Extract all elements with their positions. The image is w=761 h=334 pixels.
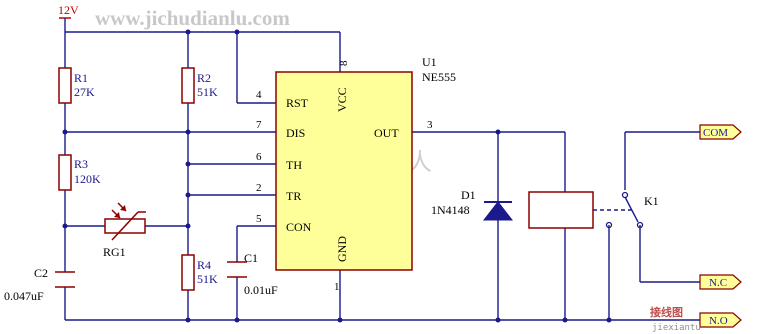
resistor-r3: R3 120K bbox=[58, 154, 101, 191]
svg-text:51K: 51K bbox=[197, 272, 218, 286]
svg-text:2: 2 bbox=[256, 182, 262, 194]
svg-text:TH: TH bbox=[286, 158, 302, 172]
svg-text:R2: R2 bbox=[197, 71, 211, 85]
svg-text:7: 7 bbox=[256, 119, 262, 131]
ne555-chip: U1 NE555 RST DIS TH TR CON OUT VCC GND 4… bbox=[256, 55, 456, 293]
svg-text:0.047uF: 0.047uF bbox=[4, 289, 44, 303]
svg-text:RST: RST bbox=[286, 96, 309, 110]
svg-text:NE555: NE555 bbox=[422, 70, 456, 84]
site-mark-cn: 接线图 bbox=[650, 305, 683, 319]
wires bbox=[64, 31, 700, 321]
svg-text:COM: COM bbox=[703, 127, 728, 139]
port-no: N.O bbox=[699, 312, 742, 328]
svg-text:C1: C1 bbox=[244, 251, 258, 265]
supply-12v: 12V bbox=[58, 3, 79, 32]
svg-text:6: 6 bbox=[256, 151, 262, 163]
svg-text:U1: U1 bbox=[422, 55, 437, 69]
svg-text:5: 5 bbox=[256, 213, 262, 225]
svg-text:GND: GND bbox=[335, 236, 349, 262]
svg-text:N.C: N.C bbox=[709, 277, 727, 289]
svg-text:0.01uF: 0.01uF bbox=[244, 283, 278, 297]
svg-text:27K: 27K bbox=[74, 85, 95, 99]
svg-text:D1: D1 bbox=[461, 188, 476, 202]
junctions bbox=[62, 29, 612, 323]
svg-text:DIS: DIS bbox=[286, 126, 305, 140]
svg-text:OUT: OUT bbox=[374, 126, 399, 140]
svg-text:CON: CON bbox=[286, 220, 312, 234]
svg-text:R3: R3 bbox=[74, 157, 88, 171]
svg-text:3: 3 bbox=[427, 119, 433, 131]
watermark-url: www.jichudianlu.com bbox=[95, 6, 290, 30]
diode-d1: D1 1N4148 bbox=[431, 188, 514, 221]
svg-text:C2: C2 bbox=[34, 266, 48, 280]
svg-text:N.O: N.O bbox=[709, 315, 728, 327]
port-nc: N.C bbox=[699, 274, 742, 290]
site-mark-url: jiexiantu bbox=[652, 323, 701, 333]
svg-text:51K: 51K bbox=[197, 85, 218, 99]
svg-text:12V: 12V bbox=[58, 3, 79, 17]
capacitor-c1: C1 0.01uF bbox=[227, 251, 278, 297]
resistor-r4: R4 51K bbox=[181, 254, 218, 291]
svg-text:R4: R4 bbox=[197, 258, 211, 272]
svg-text:TR: TR bbox=[286, 189, 301, 203]
svg-text:1: 1 bbox=[334, 281, 340, 293]
svg-text:R1: R1 bbox=[74, 71, 88, 85]
svg-text:4: 4 bbox=[256, 89, 262, 101]
resistor-r2: R2 51K bbox=[181, 67, 218, 104]
resistor-r1: R1 27K bbox=[58, 67, 95, 104]
capacitor-c2: C2 0.047uF bbox=[4, 266, 75, 303]
svg-text:120K: 120K bbox=[74, 172, 101, 186]
port-com: COM bbox=[699, 124, 742, 140]
photoresistor-rg1: RG1 bbox=[103, 202, 146, 259]
svg-text:VCC: VCC bbox=[335, 87, 349, 112]
svg-text:K1: K1 bbox=[644, 194, 659, 208]
relay-k1: K1 bbox=[528, 191, 659, 229]
svg-text:1N4148: 1N4148 bbox=[431, 203, 470, 217]
svg-text:RG1: RG1 bbox=[103, 245, 126, 259]
svg-text:8: 8 bbox=[338, 60, 350, 66]
